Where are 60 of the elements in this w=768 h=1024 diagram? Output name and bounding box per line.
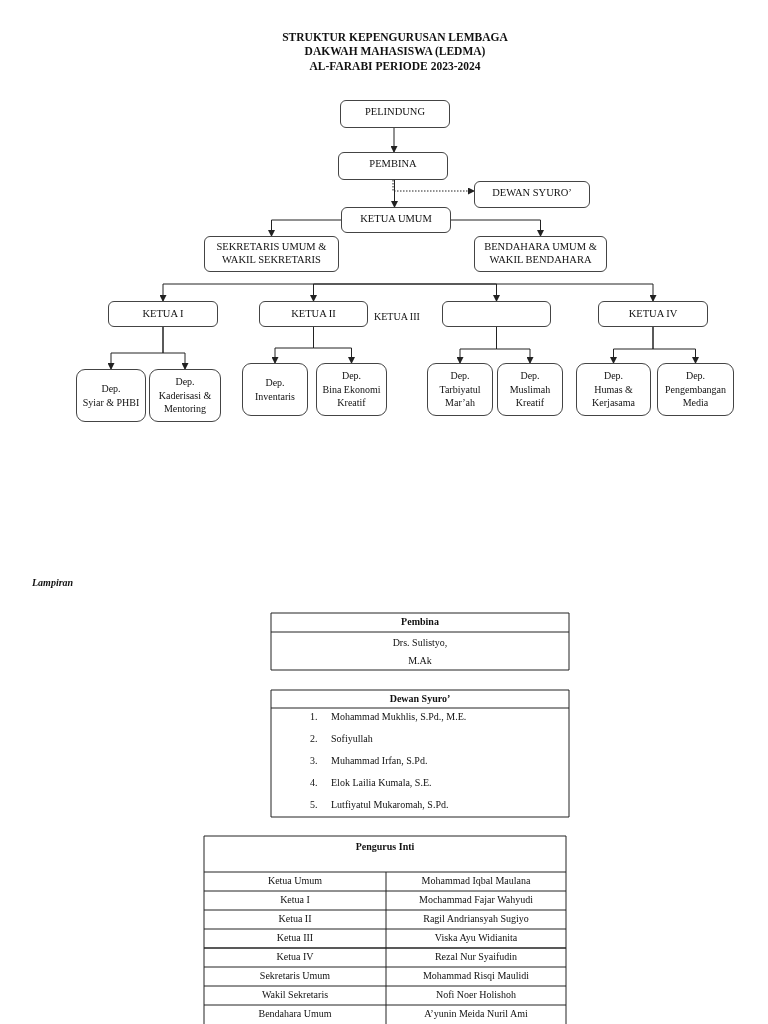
list-number: 2. [310, 733, 319, 745]
list-number: 1. [310, 711, 319, 723]
table-text: Ketua II [277, 913, 313, 925]
table-text: Ketua IV [275, 951, 315, 963]
department-box: Dep. Muslimah Kreatif [497, 363, 563, 416]
table-text: Mohammad Iqbal Maulana [420, 875, 532, 887]
position-label: KETUA III [374, 311, 421, 323]
table-text: Rezal Nur Syaifudin [433, 951, 519, 963]
department-box: Dep. Bina Ekonomi Kreatif [316, 363, 387, 416]
table-text: Sekretaris Umum [258, 970, 332, 982]
department-box: Dep. Inventaris [242, 363, 308, 416]
department-box: Dep. Tarbiyatul Mar’ah [427, 363, 493, 416]
list-number: 4. [310, 777, 319, 789]
table-text: Bendahara Umum [257, 1008, 333, 1020]
member-name: Lutfiyatul Mukaromah, S.Pd. [331, 799, 450, 811]
table-text: Ketua I [279, 894, 311, 906]
position-box: KETUA II [259, 301, 368, 327]
member-name: Elok Lailia Kumala, S.E. [331, 777, 433, 789]
member-name: Muhammad Irfan, S.Pd. [331, 755, 429, 767]
table-header: Pembina [400, 616, 440, 628]
list-number: 3. [310, 755, 319, 767]
table-text: Viska Ayu Widianita [433, 932, 519, 944]
table-text: Ketua III [275, 932, 315, 944]
arrow [652, 326, 699, 364]
position-box: KETUA UMUM [341, 207, 451, 233]
position-box: SEKRETARIS UMUM & WAKIL SEKRETARIS [204, 236, 339, 272]
arrow [268, 219, 342, 237]
table-text: Wakil Sekretaris [260, 989, 330, 1001]
position-box: KETUA I [108, 301, 218, 327]
empty-box [442, 301, 551, 327]
department-box: Dep. Humas & Kerjasama [576, 363, 651, 416]
position-box: KETUA IV [598, 301, 708, 327]
section-heading: Lampiran [32, 577, 75, 589]
position-box: PEMBINA [338, 152, 448, 180]
position-box: DEWAN SYURO’ [474, 181, 590, 208]
position-box: BENDAHARA UMUM & WAKIL BENDAHARA [474, 236, 607, 272]
department-box: Dep. Syiar & PHBI [76, 369, 146, 422]
table-text: Ketua Umum [266, 875, 324, 887]
department-box: Dep. Kaderisasi & Mentoring [149, 369, 221, 422]
table-text: Ragil Andriansyah Sugiyo [422, 913, 530, 925]
arrow [391, 179, 398, 208]
table-text: Drs. Sulistyo, M.Ak [391, 636, 449, 668]
table-text: Mochammad Fajar Wahyudi [418, 894, 534, 906]
arrow [450, 219, 544, 237]
table-header: Pengurus Inti [355, 840, 415, 854]
table-text: Mohammad Risqi Maulidi [421, 970, 531, 982]
table-header: Dewan Syuro’ [388, 693, 452, 705]
list-number: 5. [310, 799, 319, 811]
table-text: A’yunin Meida Nuril Ami [423, 1008, 529, 1020]
member-name: Mohammad Mukhlis, S.Pd., M.E. [331, 711, 468, 723]
department-box: Dep. Pengembangan Media [657, 363, 734, 416]
table-text: Nofi Noer Holishoh [435, 989, 517, 1001]
dotted-arrow [392, 179, 475, 195]
title: STRUKTUR KEPENGURUSAN LEMBAGA DAKWAH MAHASISWA (LEDMA) AL-FARABI PERIODE 2023-2024 [281, 30, 509, 74]
arrow [390, 127, 398, 153]
position-box: PELINDUNG [340, 100, 450, 128]
arrow [310, 283, 399, 302]
member-name: Sofiyullah [331, 733, 374, 745]
arrow [397, 283, 657, 302]
arrow [162, 326, 189, 370]
